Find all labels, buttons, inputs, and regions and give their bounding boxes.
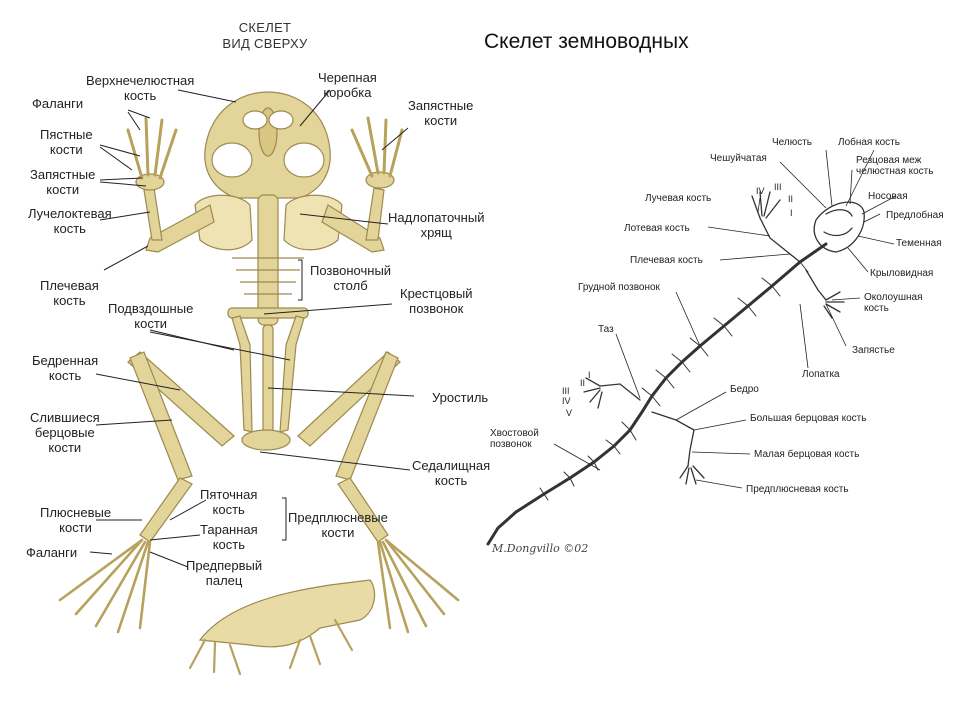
label-ulna: Лотевая кость xyxy=(624,223,690,234)
label-humerus: Плечевая кость xyxy=(40,278,99,308)
label-metatarsals: Плюсневые кости xyxy=(40,505,111,535)
frog-urostyle xyxy=(263,325,273,440)
hind-digit-iv: IV xyxy=(562,396,571,406)
label-pelvis: Таз xyxy=(598,324,614,335)
frog-left-orbit xyxy=(212,143,252,177)
label-scapula: Лопатка xyxy=(802,369,840,380)
label-femur: Бедренная кость xyxy=(32,353,98,383)
fore-digit-i: I xyxy=(790,208,793,218)
label-prehallux: Предпервый палец xyxy=(186,558,262,588)
label-tarsals: Предплюсневые кости xyxy=(288,510,388,540)
label-spine: Позвоночный столб xyxy=(310,263,391,293)
label-tibiofibula: Слившиеся берцовые кости xyxy=(30,410,100,455)
artist-signature: M.Dongvillo ©02 xyxy=(492,542,588,555)
salamander-pelvis xyxy=(600,384,640,400)
label-pterygoid: Крыловидная xyxy=(870,268,933,279)
label-prefrontal: Предлобная xyxy=(886,210,944,221)
label-periotic: Околоушная кость xyxy=(864,292,923,314)
salamander-leader-lines xyxy=(554,150,896,488)
label-calcaneus: Пяточная кость xyxy=(200,487,257,517)
label-talus: Таранная кость xyxy=(200,522,258,552)
label-urostyle: Уростиль xyxy=(432,390,488,405)
label-radioulna: Лучелоктевая кость xyxy=(28,206,112,236)
label-jaw: Челюсть xyxy=(772,137,812,148)
hind-digit-i: I xyxy=(588,370,591,380)
fore-digit-ii: II xyxy=(788,194,793,204)
label-wrist-right: Запястные кости xyxy=(408,98,473,128)
frog-right-orbit xyxy=(284,143,324,177)
label-parietal: Теменная xyxy=(896,238,942,249)
label-nasal: Носовая xyxy=(868,191,908,202)
label-ilium: Подвздошные кости xyxy=(108,301,193,331)
label-thoracic: Грудной позвонок xyxy=(578,282,660,293)
label-wrist-left: Запястные кости xyxy=(30,167,95,197)
label-sal-femur: Бедро xyxy=(730,384,759,395)
label-phalanges-hind: Фаланги xyxy=(26,545,77,560)
label-tibia: Большая берцовая кость xyxy=(750,413,866,424)
label-carpus: Запястье xyxy=(852,345,895,356)
label-caudal: Хвостовой позвонок xyxy=(490,428,539,450)
label-skull: Черепная коробка xyxy=(318,70,377,100)
frog-ilium-right xyxy=(280,316,304,432)
label-ischium: Седалищная кость xyxy=(412,458,490,488)
label-frontal: Лобная кость xyxy=(838,137,900,148)
label-sacral: Крестцовый позвонок xyxy=(400,286,473,316)
label-metacarpals: Пястные кости xyxy=(40,127,93,157)
fore-digit-iii: III xyxy=(774,182,782,192)
frog-ilium-left xyxy=(232,316,252,432)
frog-side-view xyxy=(200,580,375,647)
hind-digit-v: V xyxy=(566,408,572,418)
fore-digit-iv: IV xyxy=(756,186,765,196)
label-fibula: Малая берцовая кость xyxy=(754,449,859,460)
hind-digit-ii: II xyxy=(580,378,585,388)
hind-digit-iii: III xyxy=(562,386,570,396)
label-suprascapula: Надлопаточный хрящ xyxy=(388,210,484,240)
label-premaxilla: Резцовая меж челюстная кость xyxy=(856,155,933,177)
label-sal-humerus: Плечевая кость xyxy=(630,255,703,266)
label-radius: Лучевая кость xyxy=(645,193,711,204)
label-maxilla: Верхнечелюстная кость xyxy=(86,73,194,103)
label-tarsus: Предплюсневая кость xyxy=(746,484,849,495)
label-squamosal: Чешуйчатая xyxy=(710,153,767,164)
label-phalanges-fore: Фаланги xyxy=(32,96,83,111)
